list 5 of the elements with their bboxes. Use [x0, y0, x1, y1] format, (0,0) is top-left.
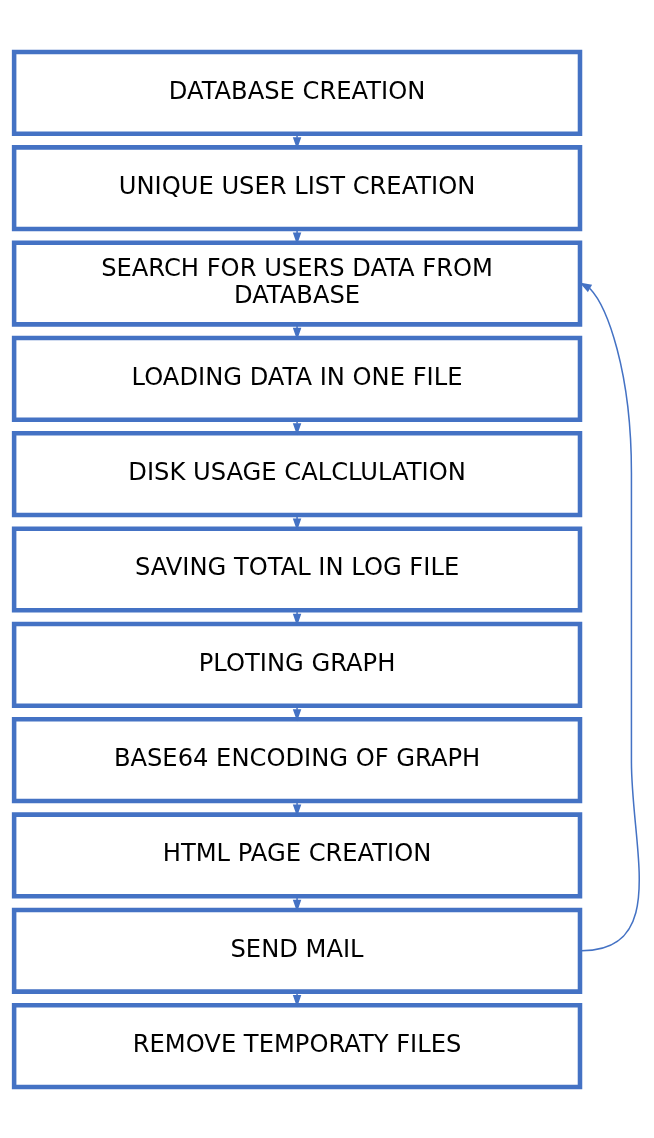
- node-box: REMOVE TEMPORATY FILES: [11, 1002, 583, 1089]
- node-box: DISK USAGE CALCLULATION: [11, 430, 583, 517]
- arrow: [579, 281, 640, 952]
- node-box: UNIQUE USER LIST CREATION: [11, 144, 583, 231]
- node-box: BASE64 ENCODING OF GRAPH: [11, 716, 583, 803]
